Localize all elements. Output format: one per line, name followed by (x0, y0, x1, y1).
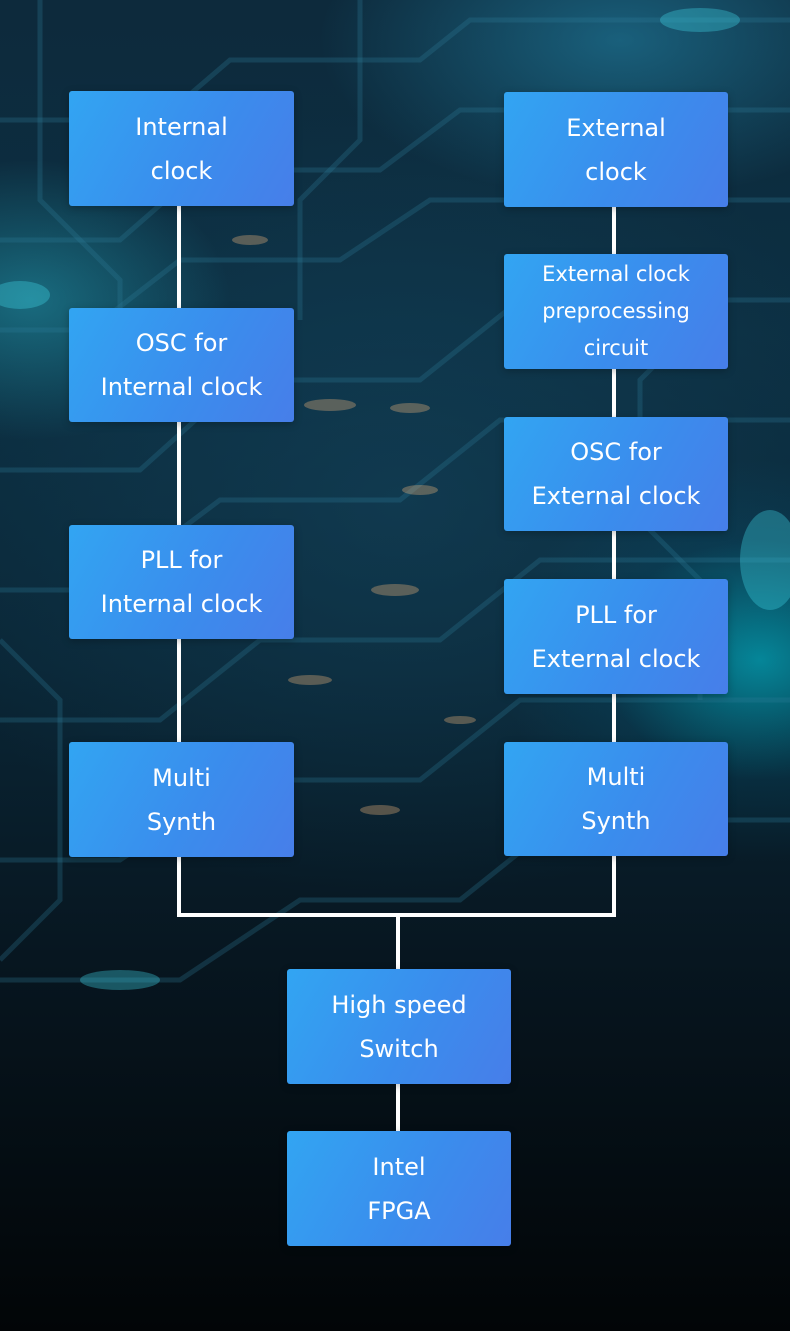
external-clock-label: External clock (566, 113, 666, 186)
pll-internal-clock-label: PLL for Internal clock (100, 546, 263, 618)
intel-fpga-label: Intel FPGA (367, 1152, 431, 1225)
internal-clock-label: Internal clock (135, 112, 228, 185)
external-clock-preprocessing-box: External clock preprocessing circuit (504, 254, 728, 369)
osc-external-clock-box: OSC for External clock (504, 417, 728, 531)
pll-external-clock-box: PLL for External clock (504, 579, 728, 694)
internal-clock-box: Internal clock (69, 91, 294, 206)
high-speed-switch-box: High speed Switch (287, 969, 511, 1084)
osc-internal-clock-box: OSC for Internal clock (69, 308, 294, 422)
multi-synth-internal-box: Multi Synth (69, 742, 294, 857)
connector-synths-merge (177, 856, 616, 917)
pll-internal-clock-box: PLL for Internal clock (69, 525, 294, 639)
intel-fpga-box: Intel FPGA (287, 1131, 511, 1246)
multi-synth-external-label: Multi Synth (581, 763, 651, 835)
osc-external-clock-label: OSC for External clock (531, 438, 701, 510)
pll-external-clock-label: PLL for External clock (531, 600, 701, 673)
osc-internal-clock-label: OSC for Internal clock (100, 329, 263, 401)
external-clock-preprocessing-label: External clock preprocessing circuit (542, 262, 690, 360)
high-speed-switch-label: High speed Switch (331, 990, 467, 1063)
multi-synth-external-box: Multi Synth (504, 742, 728, 856)
multi-synth-internal-label: Multi Synth (146, 763, 217, 836)
external-clock-box: External clock (504, 92, 728, 207)
